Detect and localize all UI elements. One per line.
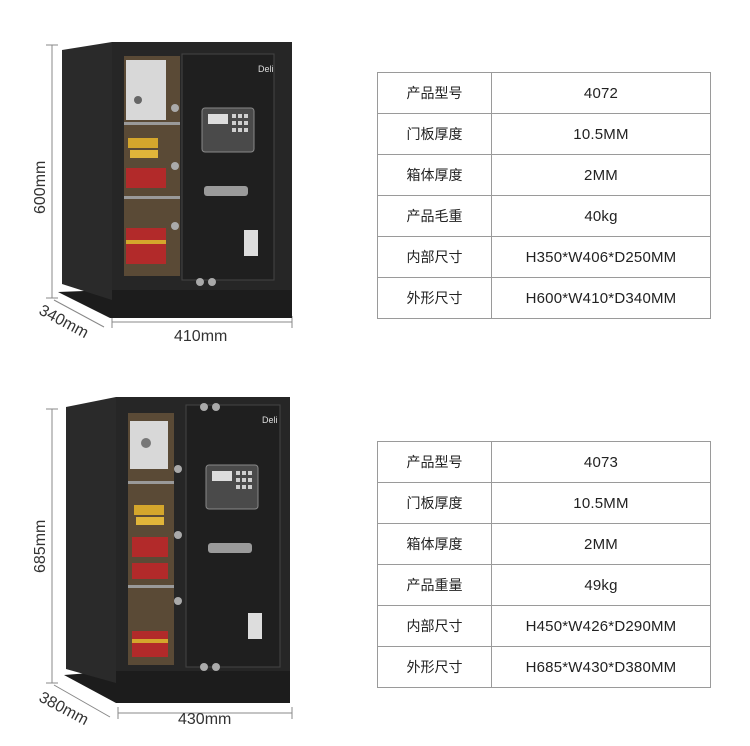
books: [132, 537, 168, 557]
safe-base: [58, 290, 292, 318]
spec-value: 2MM: [491, 154, 711, 196]
table-row: 内部尺寸 H450*W426*D290MM: [377, 605, 711, 647]
safe-illustration-4073: Deli: [46, 397, 293, 719]
spec-value: H350*W406*D250MM: [491, 236, 711, 278]
safe-door: [181, 53, 275, 281]
spec-value: H685*W430*D380MM: [491, 646, 711, 688]
product-4072: Deli 600mm 340mm 410mm 产品型号 4072 门板厚度 10…: [32, 42, 711, 345]
table-row: 产品型号 4073: [377, 441, 711, 483]
spec-value: 2MM: [491, 523, 711, 565]
table-row: 内部尺寸 H350*W406*D250MM: [377, 236, 711, 278]
spec-value: 4072: [491, 72, 711, 114]
table-row: 门板厚度 10.5MM: [377, 113, 711, 155]
spec-label: 内部尺寸: [377, 605, 492, 647]
spec-table-4073: 产品型号 4073 门板厚度 10.5MM 箱体厚度 2MM 产品重量 49kg…: [377, 441, 711, 688]
depth-dimension-line: [53, 684, 111, 718]
gold-bars: [134, 505, 164, 515]
safe-door: [185, 404, 281, 668]
spec-value: 4073: [491, 441, 711, 483]
height-label: 685mm: [32, 519, 49, 573]
spec-label: 外形尺寸: [377, 277, 492, 319]
table-row: 外形尺寸 H600*W410*D340MM: [377, 277, 711, 319]
table-row: 产品重量 49kg: [377, 564, 711, 606]
certification-label: [248, 613, 262, 639]
table-row: 箱体厚度 2MM: [377, 523, 711, 565]
brand-logo: Deli: [258, 64, 274, 74]
safe-illustration-4072: Deli: [46, 42, 293, 328]
spec-label: 内部尺寸: [377, 236, 492, 278]
door-handle: [208, 543, 252, 553]
spec-label: 产品重量: [377, 564, 492, 606]
spec-value: H450*W426*D290MM: [491, 605, 711, 647]
spec-label: 门板厚度: [377, 482, 492, 524]
safe-base: [64, 671, 290, 703]
table-row: 门板厚度 10.5MM: [377, 482, 711, 524]
spec-table-4072: 产品型号 4072 门板厚度 10.5MM 箱体厚度 2MM 产品毛重 40kg…: [377, 72, 711, 319]
width-label: 430mm: [178, 711, 232, 728]
height-label: 600mm: [32, 160, 49, 214]
inner-drawer: [126, 60, 166, 120]
certification-label: [244, 230, 258, 256]
depth-dimension-line: [53, 299, 105, 328]
table-row: 产品毛重 40kg: [377, 195, 711, 237]
brand-logo: Deli: [262, 415, 278, 425]
gold-bars: [128, 138, 158, 148]
spec-label: 产品毛重: [377, 195, 492, 237]
spec-value: H600*W410*D340MM: [491, 277, 711, 319]
product-4073: Deli 685mm 380mm 430mm 产品型号 4073 门板厚度 10…: [0, 373, 750, 746]
width-label: 410mm: [174, 328, 228, 345]
spec-label: 产品型号: [377, 72, 492, 114]
table-row: 产品型号 4072: [377, 72, 711, 114]
spec-value: 10.5MM: [491, 113, 711, 155]
table-row: 箱体厚度 2MM: [377, 154, 711, 196]
safe-side-panel: [62, 42, 112, 300]
door-handle: [204, 186, 248, 196]
spec-label: 产品型号: [377, 441, 492, 483]
spec-value: 49kg: [491, 564, 711, 606]
spec-label: 箱体厚度: [377, 523, 492, 565]
table-row: 外形尺寸 H685*W430*D380MM: [377, 646, 711, 688]
books: [126, 168, 166, 188]
spec-label: 门板厚度: [377, 113, 492, 155]
spec-label: 箱体厚度: [377, 154, 492, 196]
spec-label: 外形尺寸: [377, 646, 492, 688]
spec-value: 40kg: [491, 195, 711, 237]
safe-side-panel: [66, 397, 116, 683]
spec-value: 10.5MM: [491, 482, 711, 524]
